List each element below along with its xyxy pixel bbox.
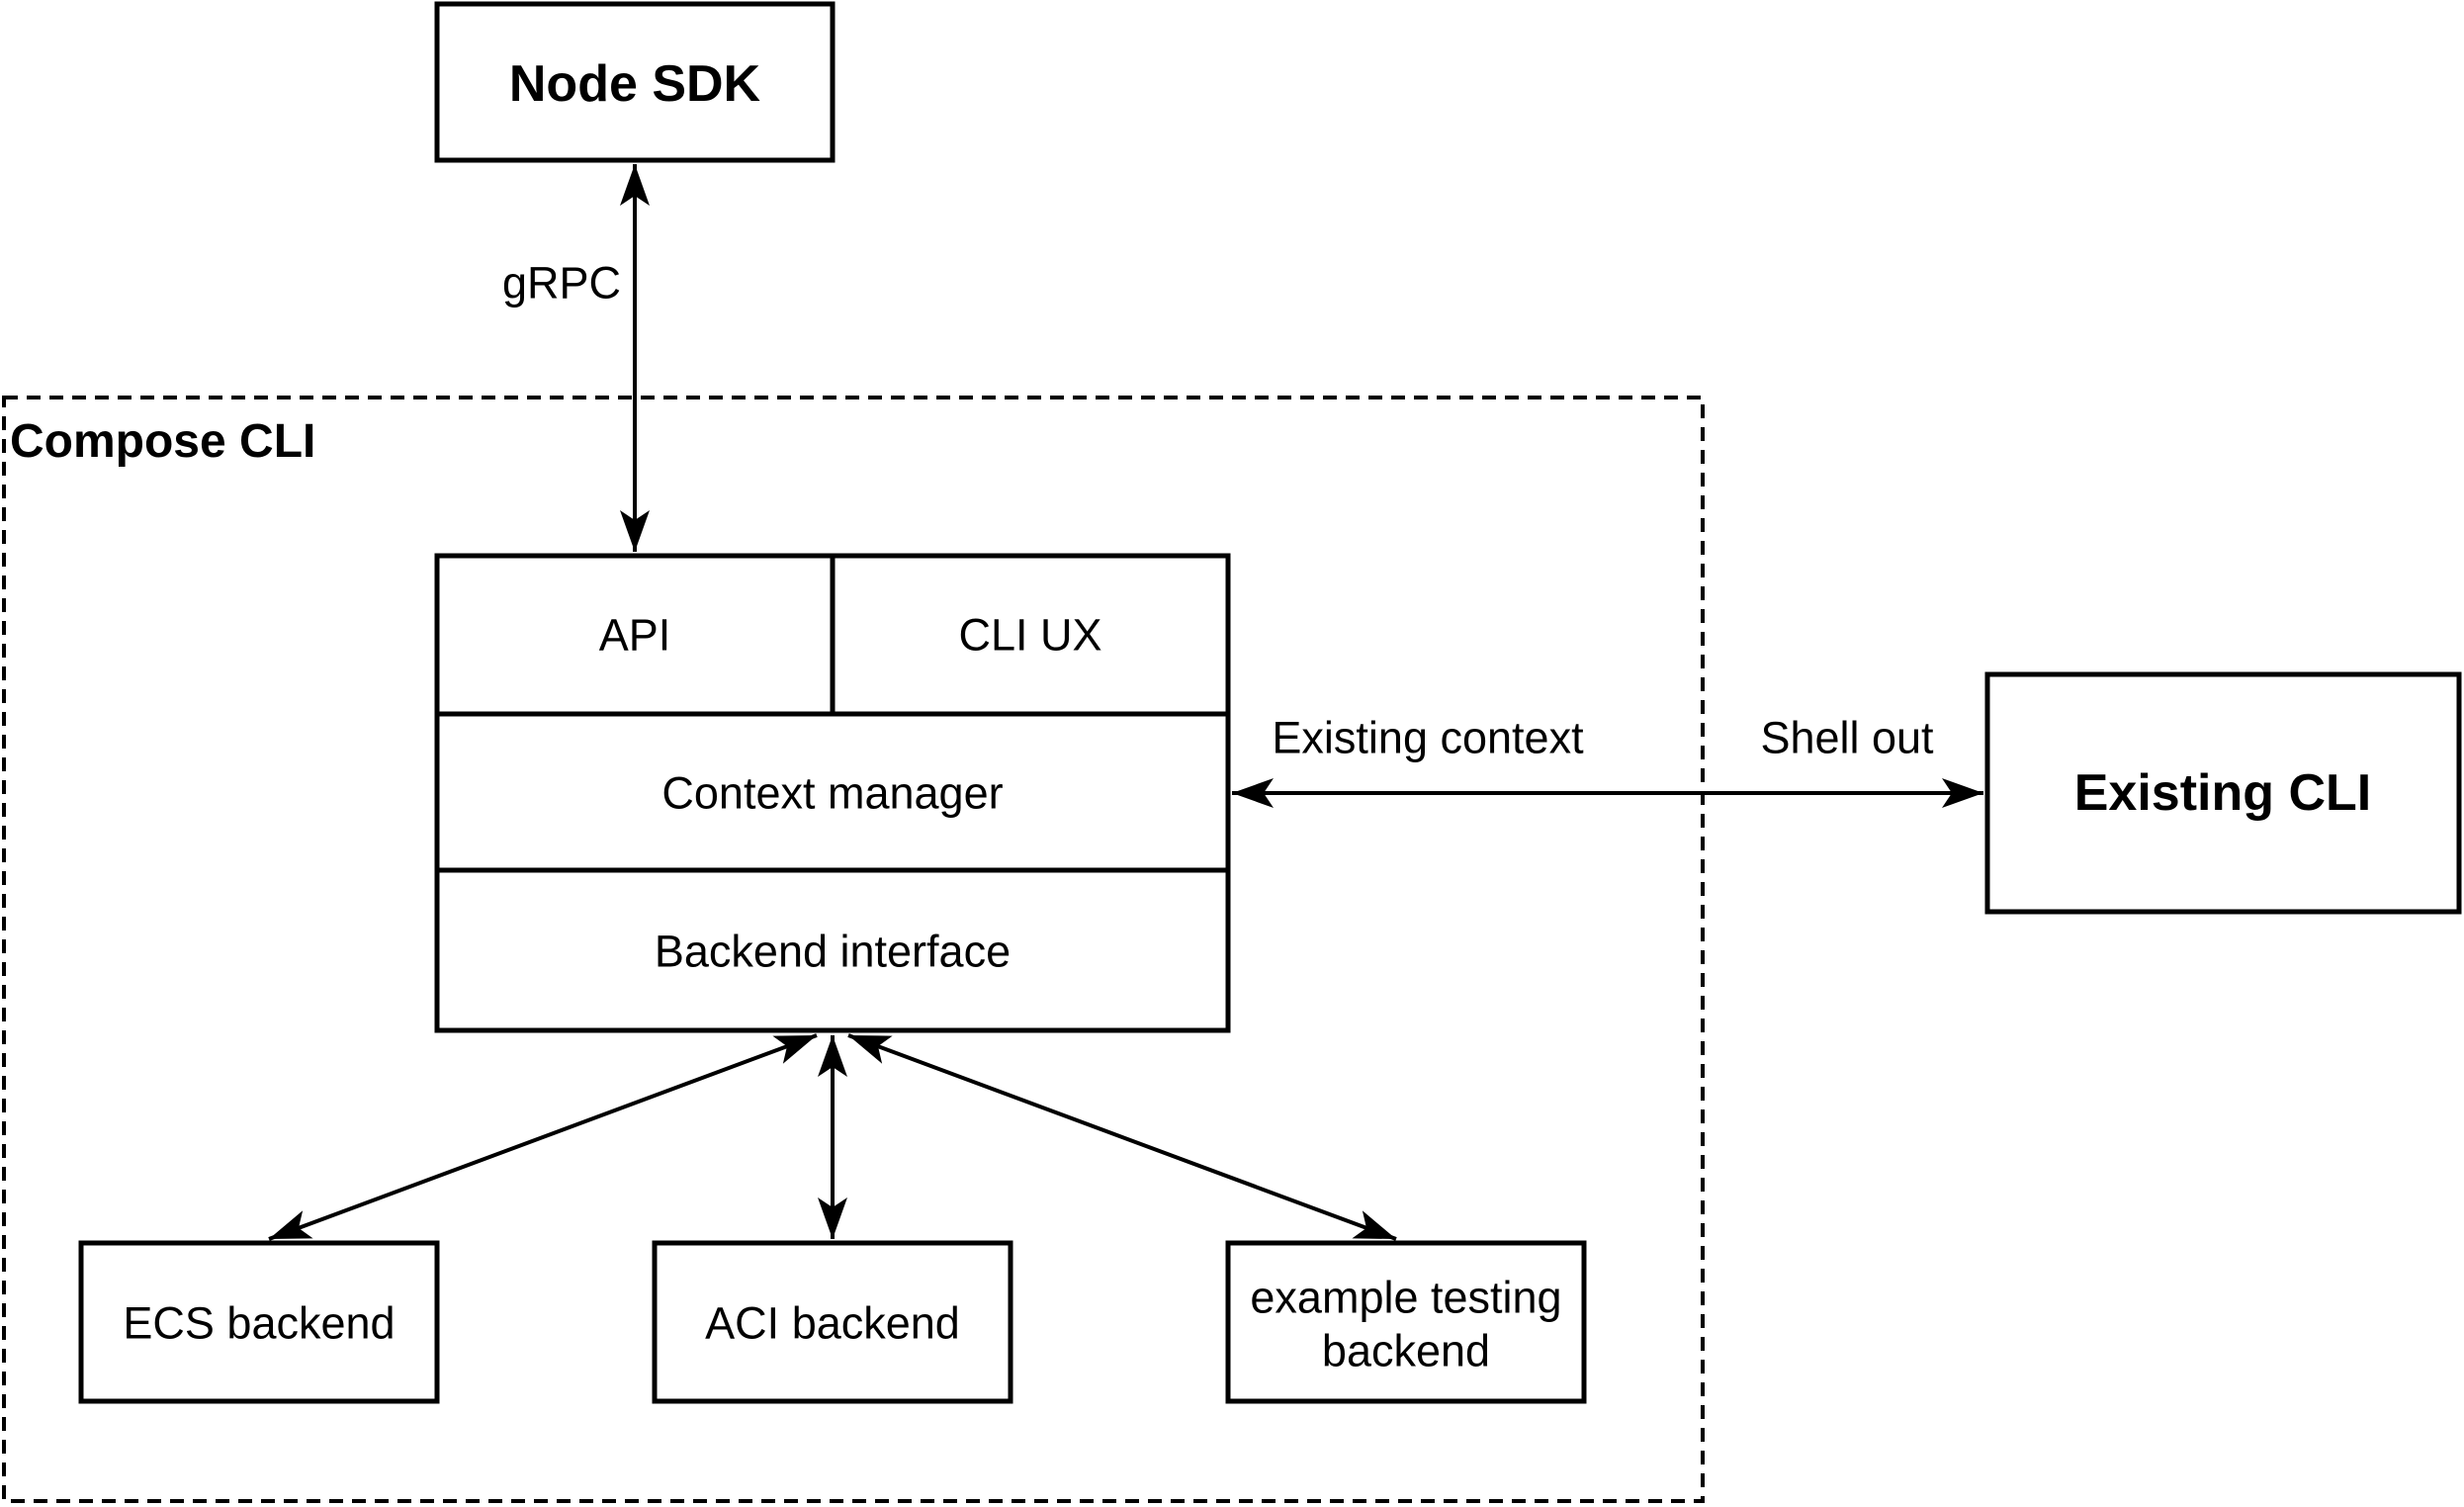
node-sdk-label: Node SDK <box>509 55 761 113</box>
backend-to-ecs-arrow <box>268 1033 818 1241</box>
context-manager-cell-label: Context manager <box>661 768 1003 819</box>
ecs-backend-box <box>78 1240 440 1404</box>
compose-cli-container-label: Compose CLI <box>10 415 315 468</box>
existing-context-arrow-label: Existing context <box>1272 713 1584 763</box>
compose-cli-container <box>2 396 1705 1503</box>
example-testing-backend-label-line1: example testing <box>1250 1273 1561 1323</box>
aci-backend-box <box>652 1240 1013 1404</box>
existing-cli-label: Existing CLI <box>2074 764 2371 822</box>
ecs-backend-label: ECS backend <box>123 1298 395 1349</box>
backend-to-example-arrow <box>847 1033 1397 1241</box>
node-sdk-box <box>434 1 836 163</box>
shell-out-arrow-label: Shell out <box>1760 713 1934 763</box>
aci-backend-label: ACI backend <box>705 1298 960 1349</box>
grpc-arrow-label: gRPC <box>502 258 621 309</box>
example-testing-backend-label-line2: backend <box>1322 1326 1490 1376</box>
api-cell-label: API <box>599 610 671 661</box>
cli-ux-cell-label: CLI UX <box>958 610 1101 661</box>
existing-cli-box <box>1984 671 2462 915</box>
example-testing-backend-box <box>1225 1240 1587 1404</box>
backend-interface-cell-label: Backend interface <box>655 927 1011 977</box>
